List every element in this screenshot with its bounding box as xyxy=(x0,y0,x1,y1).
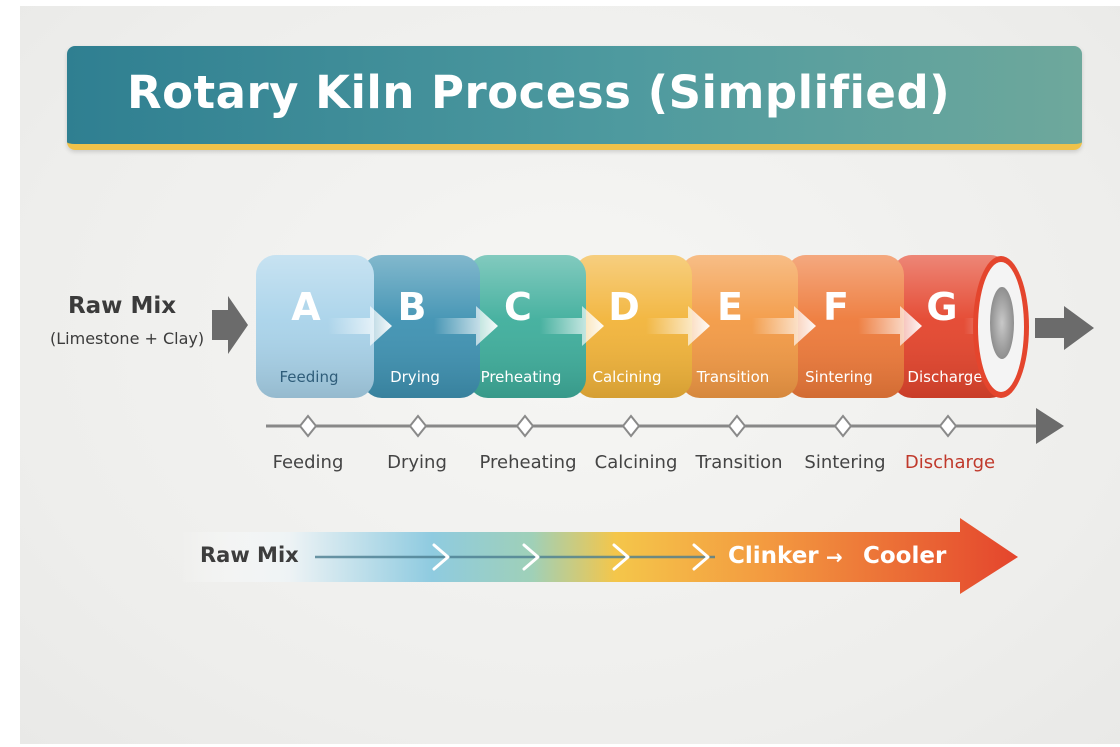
stage-label-f: Sintering xyxy=(805,368,873,386)
timeline-marker xyxy=(515,414,535,438)
flow-mini-arrow-icon: → xyxy=(826,545,843,569)
stage-label-a: Feeding xyxy=(280,368,339,386)
flow-end-right-label: Cooler xyxy=(863,543,947,569)
kiln-segment-b xyxy=(362,255,480,398)
flow-chevron-icon xyxy=(522,543,540,571)
input-label: Raw Mix xyxy=(67,293,177,319)
stage-letter-f: F xyxy=(823,285,849,329)
kiln-segment-e xyxy=(680,255,798,398)
stage-label-d: Calcining xyxy=(593,368,662,386)
stage-letter-g: G xyxy=(926,285,957,329)
kiln-segment-c xyxy=(468,255,586,398)
input-sublabel: (Limestone + Clay) xyxy=(50,329,205,348)
kiln-bore xyxy=(990,287,1014,359)
timeline-marker xyxy=(727,414,747,438)
timeline-label-discharge: Discharge xyxy=(904,452,996,473)
flow-chevron-icon xyxy=(612,543,630,571)
stage-flow-arrow-icon xyxy=(328,306,392,346)
stage-flow-arrow-icon xyxy=(540,306,604,346)
kiln-segment-d xyxy=(574,255,692,398)
timeline-label-calcining: Calcining xyxy=(594,452,678,473)
timeline-marker xyxy=(938,414,958,438)
stage-letter-c: C xyxy=(504,285,532,329)
stage-label-g: Discharge xyxy=(907,368,982,386)
stage-label-b: Drying xyxy=(390,368,440,386)
timeline-label-transition: Transition xyxy=(695,452,783,473)
flow-chevron-icon xyxy=(432,543,450,571)
timeline-label-feeding: Feeding xyxy=(272,452,344,473)
stage-flow-arrow-icon xyxy=(752,306,816,346)
timeline-marker xyxy=(298,414,318,438)
stage-letter-d: D xyxy=(608,285,640,329)
timeline-marker xyxy=(408,414,428,438)
timeline-label-drying: Drying xyxy=(387,452,447,473)
stage-label-c: Preheating xyxy=(481,368,562,386)
kiln-segment-a xyxy=(256,255,374,398)
flow-start-label: Raw Mix xyxy=(200,543,299,567)
timeline-marker xyxy=(621,414,641,438)
page-title: Rotary Kiln Process (Simplified) xyxy=(127,66,951,119)
output-arrow xyxy=(1035,306,1094,350)
stage-flow-arrow-icon xyxy=(646,306,710,346)
title-banner: Rotary Kiln Process (Simplified) xyxy=(67,46,1082,150)
flow-chevron-icon xyxy=(692,543,710,571)
kiln-segment-f xyxy=(786,255,904,398)
stage-flow-arrow-icon xyxy=(434,306,498,346)
timeline-marker xyxy=(833,414,853,438)
input-arrow xyxy=(212,296,248,354)
timeline-label-preheating: Preheating xyxy=(479,452,577,473)
flow-end-left-label: Clinker xyxy=(728,543,819,569)
timeline-arrowhead xyxy=(1036,408,1064,444)
timeline-label-sintering: Sintering xyxy=(804,452,886,473)
stage-label-e: Transition xyxy=(696,368,770,386)
stage-letter-a: A xyxy=(291,285,321,329)
stage-letter-b: B xyxy=(398,285,427,329)
stage-flow-arrow-icon xyxy=(858,306,922,346)
stage-letter-e: E xyxy=(717,285,743,329)
